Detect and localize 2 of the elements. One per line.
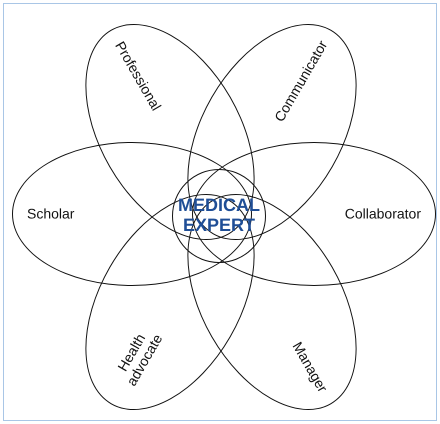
ellipse-label: Scholar xyxy=(27,206,74,222)
ellipse-label: Collaborator xyxy=(344,206,421,222)
